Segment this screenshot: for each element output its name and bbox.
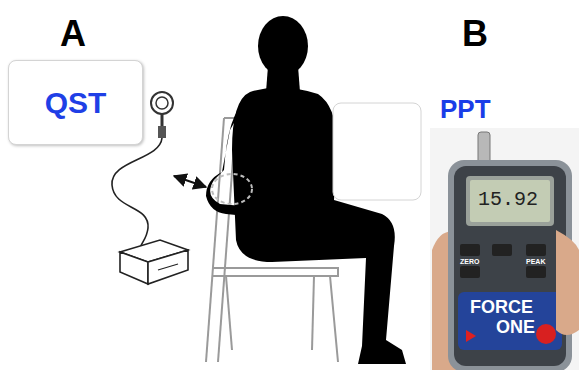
device-text: 15.92 <box>478 190 538 210</box>
stimulator-box <box>120 240 188 284</box>
method-name: QST <box>45 86 107 120</box>
thermode-probe <box>151 92 173 138</box>
panel-letter: B <box>462 16 488 52</box>
stimulus-site <box>212 174 252 204</box>
panel-letter: A <box>60 16 86 52</box>
device-text: PEAK <box>526 258 545 265</box>
method-box: QST <box>8 60 143 145</box>
method-name: PPT <box>440 96 491 122</box>
force-gauge-photo <box>430 128 579 370</box>
device-text: ZERO <box>460 258 479 265</box>
device-text: FORCE <box>470 298 533 316</box>
empty-box <box>333 103 421 200</box>
double-arrow <box>174 176 206 187</box>
device-text: ONE <box>496 318 535 336</box>
probe-cable <box>112 138 162 248</box>
